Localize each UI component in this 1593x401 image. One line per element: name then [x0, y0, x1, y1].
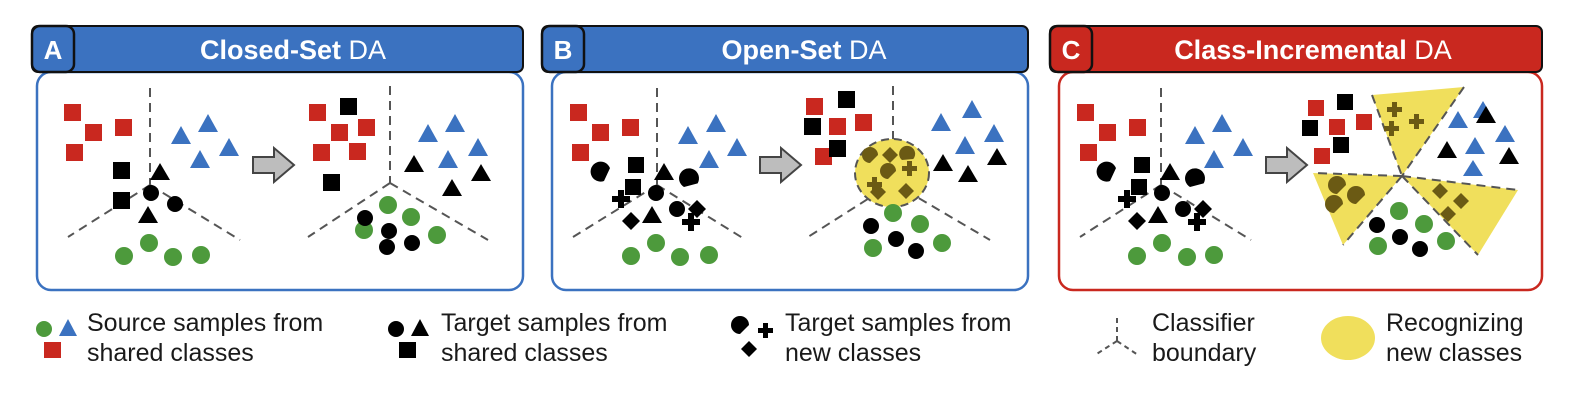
red-square-cluster [570, 104, 639, 161]
black-circle-cluster [1369, 217, 1428, 257]
green-circle-cluster [864, 204, 951, 257]
legend-label-line2: new classes [785, 339, 921, 367]
panel-closed-set: Closed-Set DA A [30, 24, 525, 292]
recognizing-ellipse-icon [1321, 316, 1375, 360]
blue-triangle-cluster [1448, 101, 1515, 176]
classifier-boundary [67, 88, 241, 241]
blue-triangle-cluster [931, 100, 1004, 154]
adaptation-arrow [759, 145, 803, 185]
closed-set-adapted-domain [307, 86, 491, 255]
legend-label-line2: shared classes [441, 339, 608, 367]
adaptation-arrow [1265, 145, 1309, 185]
legend-label-line1: Source samples from [87, 309, 323, 337]
red-square-cluster [309, 104, 375, 161]
red-square-cluster [1077, 104, 1146, 161]
classifier-boundary [307, 86, 489, 241]
legend-label-line1: Classifier [1152, 309, 1255, 337]
black-triangle-cluster [404, 155, 491, 196]
red-square-cluster [1308, 100, 1372, 164]
black-target-mixed-cluster [1096, 157, 1212, 231]
blue-triangle-cluster [1185, 114, 1253, 168]
new-class-cluster [862, 145, 917, 200]
legend-item-recognizing: Recognizing new classes [1321, 309, 1524, 367]
black-square-cluster [804, 91, 855, 157]
green-circle-cluster [115, 234, 210, 266]
panel-frame [35, 70, 525, 292]
blue-triangle-cluster [678, 114, 747, 168]
class-incremental-source-domain [1077, 88, 1253, 266]
panel-letter: C [1062, 35, 1081, 65]
source-samples-icon [36, 319, 77, 358]
black-square-cluster [1302, 94, 1353, 153]
black-triangle-cluster [933, 148, 1007, 182]
panel-letter: B [554, 35, 573, 65]
black-circle-cluster [863, 218, 924, 259]
green-circle-cluster [1128, 234, 1223, 266]
open-set-source-domain [570, 88, 747, 266]
legend-item-target-shared: Target samples from shared classes [388, 309, 667, 367]
adaptation-arrow [252, 145, 296, 185]
panel-badge [30, 24, 76, 74]
panel-class-incremental: Class-Incremental DA C [1048, 24, 1544, 292]
legend-label-line2: boundary [1152, 339, 1257, 367]
legend-label-line2: new classes [1386, 339, 1522, 367]
panel-open-set: Open-Set DA B [540, 24, 1030, 292]
legend-item-source-samples: Source samples from shared classes [36, 309, 323, 367]
target-shared-icon [388, 319, 429, 358]
legend-label-line1: Target samples from [785, 309, 1011, 337]
green-circle-cluster [355, 196, 446, 244]
black-target-shared-cluster [113, 162, 183, 223]
legend: Source samples from shared classes Targe… [36, 309, 1524, 367]
target-new-icon [731, 316, 773, 357]
closed-set-source-domain [64, 88, 241, 266]
black-triangle-cluster [1437, 106, 1519, 164]
black-square-cluster [323, 98, 357, 191]
red-square-cluster [806, 98, 872, 165]
blue-triangle-cluster [418, 114, 488, 168]
green-circle-cluster [622, 234, 718, 266]
red-square-cluster [64, 104, 132, 161]
legend-item-classifier-boundary: Classifier boundary [1094, 309, 1257, 367]
legend-item-target-new: Target samples from new classes [731, 309, 1011, 367]
black-circle-cluster [357, 210, 420, 255]
legend-label-line1: Recognizing [1386, 309, 1524, 337]
panel-letter: A [44, 35, 63, 65]
class-incremental-adapted-domain [1302, 86, 1519, 257]
legend-label-line1: Target samples from [441, 309, 667, 337]
panel-badge [540, 24, 586, 74]
panel-badge [1048, 24, 1094, 74]
new-class-cluster [1325, 102, 1469, 222]
panel-title: Closed-Set DA [200, 35, 386, 65]
black-target-mixed-cluster [590, 157, 706, 231]
panel-title: Open-Set DA [721, 35, 886, 65]
classifier-boundary-icon [1094, 318, 1139, 356]
legend-label-line2: shared classes [87, 339, 254, 367]
classifier-boundary [1312, 86, 1519, 256]
blue-triangle-cluster [171, 114, 239, 168]
panel-title: Class-Incremental DA [1174, 35, 1452, 65]
open-set-adapted-domain [804, 86, 1007, 259]
green-circle-cluster [1369, 202, 1455, 255]
